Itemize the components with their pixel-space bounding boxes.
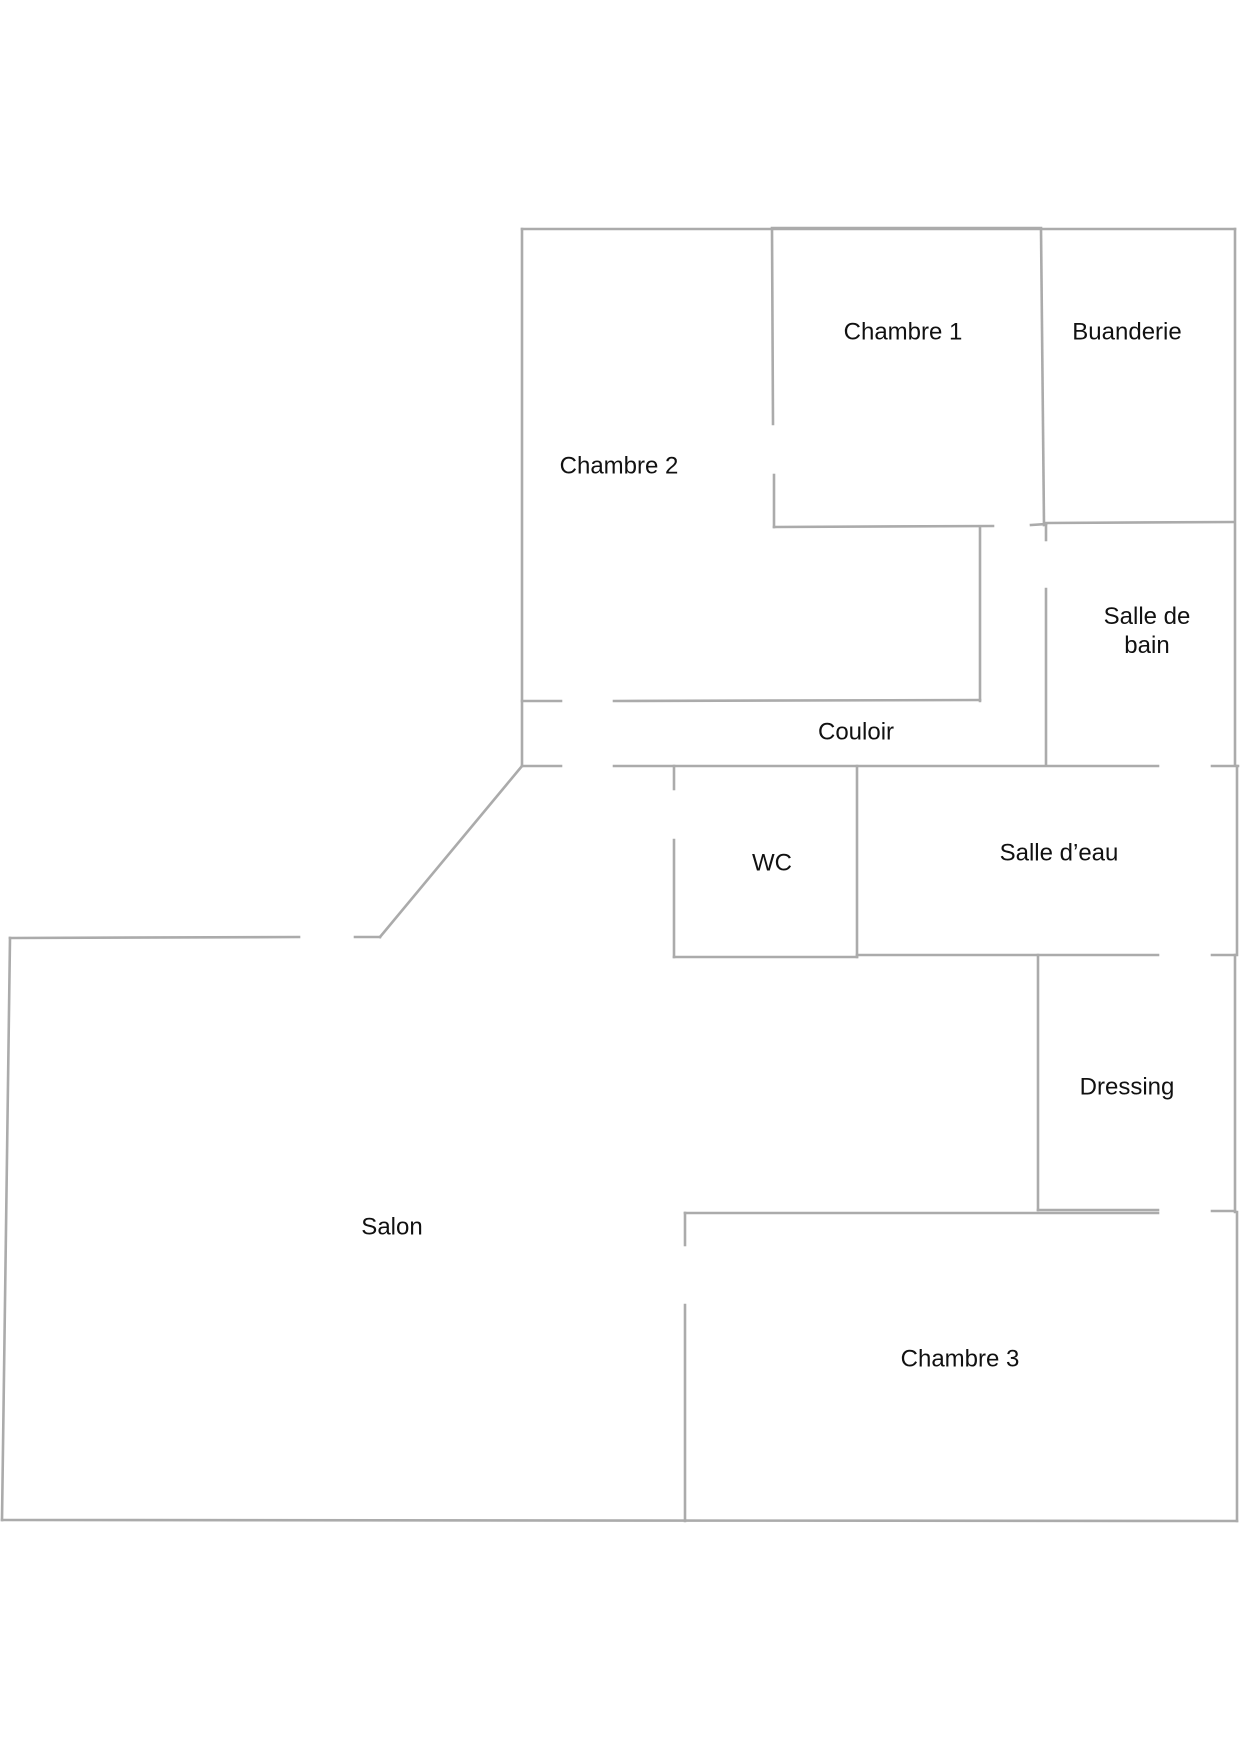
wall [378,764,524,939]
room-label-wc: WC [752,849,792,877]
wall [1039,227,1046,527]
room-label-dressing: Dressing [1079,1073,1175,1101]
room-label-buanderie: Buanderie [1072,318,1182,346]
walls [0,226,1240,1523]
wall [8,935,301,940]
wall [612,698,982,703]
room-label-chambre-1: Chambre 1 [843,318,963,346]
wall [1044,520,1236,525]
wall [772,524,995,529]
room-label-couloir: Couloir [817,718,895,746]
wall [770,227,775,426]
wall [0,936,12,1522]
wall [1029,522,1048,527]
room-label-salle-de-bain: Salle de bain [1104,602,1191,660]
room-label-line: Salle de [1103,603,1191,630]
room-label-salle-deau: Salle d’eau [999,839,1119,867]
room-label-line: bain [1124,632,1170,659]
room-label-chambre-2: Chambre 2 [559,452,679,480]
room-label-salon: Salon [361,1213,423,1241]
wall [0,1518,1239,1523]
room-label-chambre-3: Chambre 3 [900,1345,1020,1373]
